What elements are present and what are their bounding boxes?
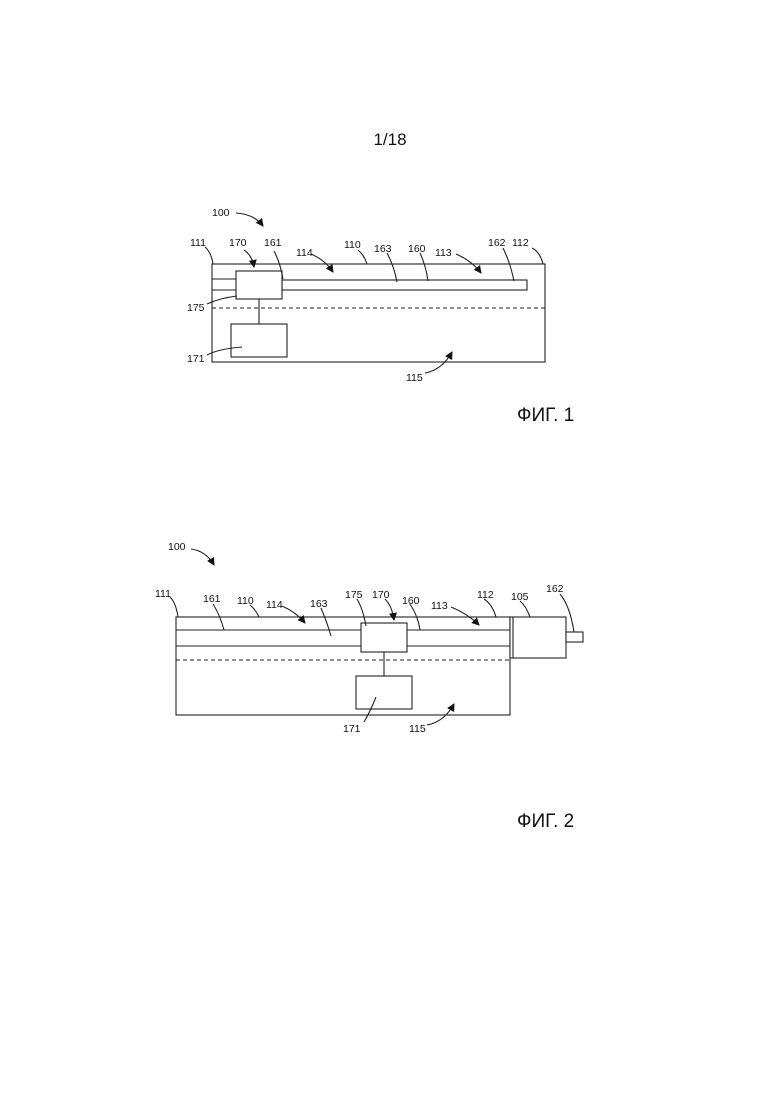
tip-162 <box>566 632 583 642</box>
label-171: 171 <box>343 723 361 735</box>
module-171 <box>356 676 412 709</box>
label-162: 162 <box>546 583 564 595</box>
label-175: 175 <box>345 589 363 601</box>
figure-1-caption: ФИГ. 1 <box>517 405 574 426</box>
label-110: 110 <box>237 595 254 607</box>
label-114: 114 <box>266 599 283 611</box>
module-171 <box>231 324 287 357</box>
label-114: 114 <box>296 247 313 259</box>
leader-105 <box>520 601 530 617</box>
leader-111 <box>205 247 213 264</box>
label-171: 171 <box>187 353 205 365</box>
label-160: 160 <box>408 243 426 255</box>
label-170: 170 <box>229 237 247 249</box>
label-111: 111 <box>155 588 171 600</box>
housing-110 <box>176 617 510 715</box>
label-112: 112 <box>477 589 494 601</box>
figure-2: 100 111 161 110 114 163 175 170 160 113 … <box>155 541 583 832</box>
module-170 <box>361 623 407 652</box>
label-100: 100 <box>168 541 186 553</box>
label-113: 113 <box>431 600 448 612</box>
rod-160 <box>282 280 527 290</box>
leader-110 <box>358 250 367 264</box>
leader-112 <box>532 248 543 264</box>
label-163: 163 <box>310 598 328 610</box>
label-160: 160 <box>402 595 420 607</box>
label-161: 161 <box>203 593 221 605</box>
label-100: 100 <box>212 207 230 219</box>
figure-2-caption: ФИГ. 2 <box>517 811 574 832</box>
label-161: 161 <box>264 237 282 249</box>
label-112: 112 <box>512 237 529 249</box>
module-170 <box>236 271 282 299</box>
leader-111 <box>170 597 178 617</box>
leader-100 <box>191 549 214 565</box>
label-110: 110 <box>344 239 361 251</box>
leader-100 <box>236 213 263 226</box>
label-113: 113 <box>435 247 452 259</box>
figure-1: 100 111 170 161 114 110 163 160 113 162 … <box>187 207 574 426</box>
label-170: 170 <box>372 589 390 601</box>
label-105: 105 <box>511 591 529 603</box>
label-115: 115 <box>406 372 423 384</box>
label-162: 162 <box>488 237 506 249</box>
label-175: 175 <box>187 302 205 314</box>
leader-112 <box>484 599 496 617</box>
label-163: 163 <box>374 243 392 255</box>
label-111: 111 <box>190 237 206 249</box>
label-115: 115 <box>409 723 426 735</box>
cap-105 <box>510 617 566 658</box>
